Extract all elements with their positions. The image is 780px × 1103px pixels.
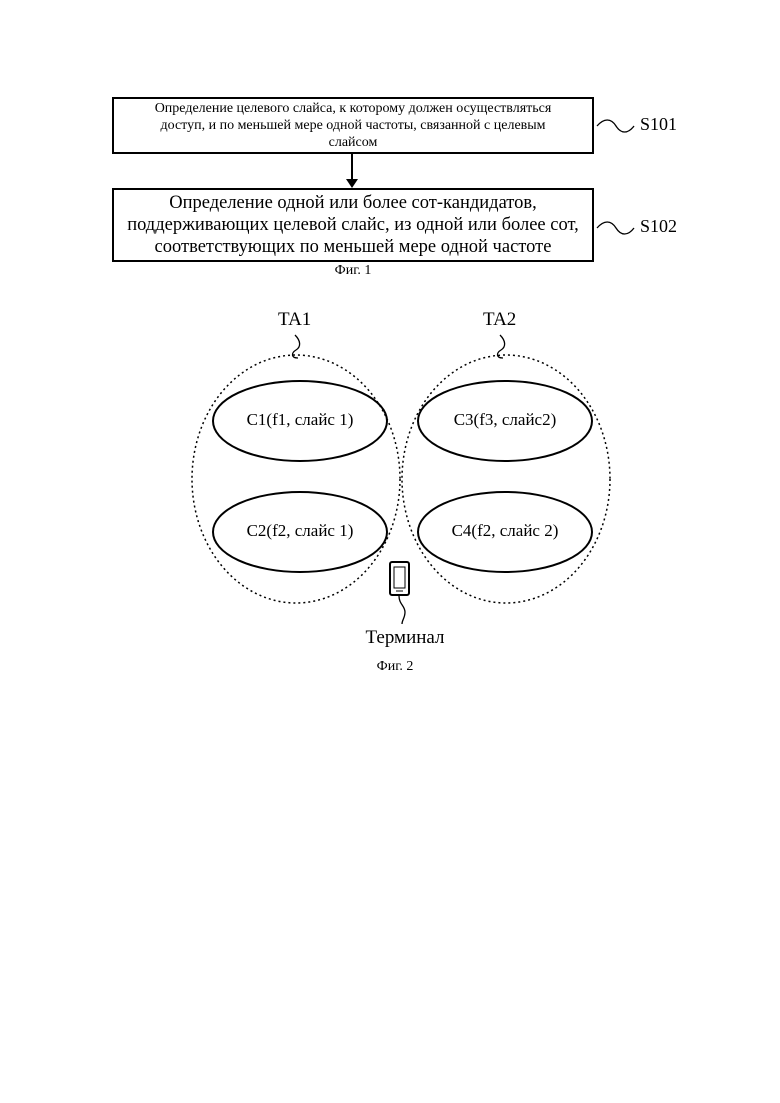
ta2-label: TA2	[483, 309, 516, 331]
s102-leader	[597, 222, 634, 234]
cell-c3-label: C3(f3, слайс2)	[415, 410, 595, 430]
cell-c1-label: C1(f1, слайс 1)	[210, 410, 390, 430]
s101-leader	[597, 120, 634, 132]
figure1-caption: Фиг. 1	[293, 263, 413, 279]
cell-c4-label: C4(f2, слайс 2)	[415, 521, 595, 541]
step-label-s102: S102	[640, 216, 677, 237]
terminal-label: Терминал	[350, 627, 460, 649]
figure2-caption: Фиг. 2	[335, 659, 455, 675]
ta1-area	[192, 355, 400, 603]
ta1-label: TA1	[278, 309, 311, 331]
flow-arrow-head	[346, 179, 358, 188]
ta2-area	[402, 355, 610, 603]
cell-c2-label: C2(f2, слайс 1)	[210, 521, 390, 541]
terminal-leader	[399, 596, 405, 624]
step-label-s101: S101	[640, 114, 677, 135]
